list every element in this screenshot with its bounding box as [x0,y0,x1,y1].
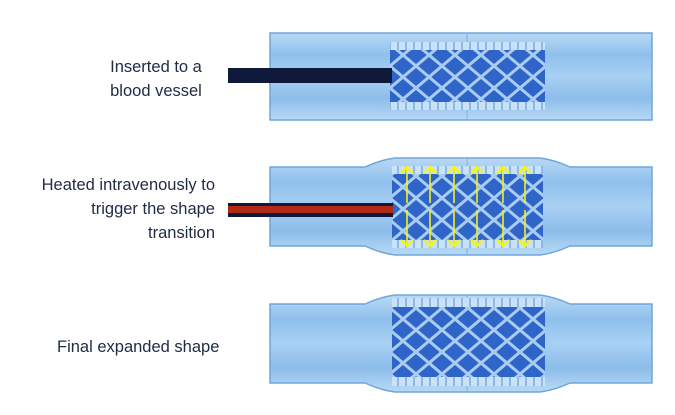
step-3-vessel [269,294,653,393]
stent-compressed [390,42,545,110]
step-1-label: Inserted to a blood vessel [80,55,232,103]
heated-catheter [228,203,393,217]
label-line: transition [148,224,215,242]
catheter [228,68,392,83]
label-line: blood vessel [110,82,202,100]
label-line: Inserted to a [110,58,202,76]
step-3-label: Final expanded shape [57,335,219,359]
stent-expanded [392,298,545,386]
stent-expanding [392,166,543,248]
step-2-vessel [228,157,653,256]
label-line: trigger the shape [91,200,215,218]
label-line: Heated intravenously to [41,176,215,194]
step-1-vessel [228,32,653,121]
label-line: Final expanded shape [57,338,220,356]
expansion-arrows [407,167,525,246]
step-2-label: Heated intravenously to trigger the shap… [10,173,215,245]
